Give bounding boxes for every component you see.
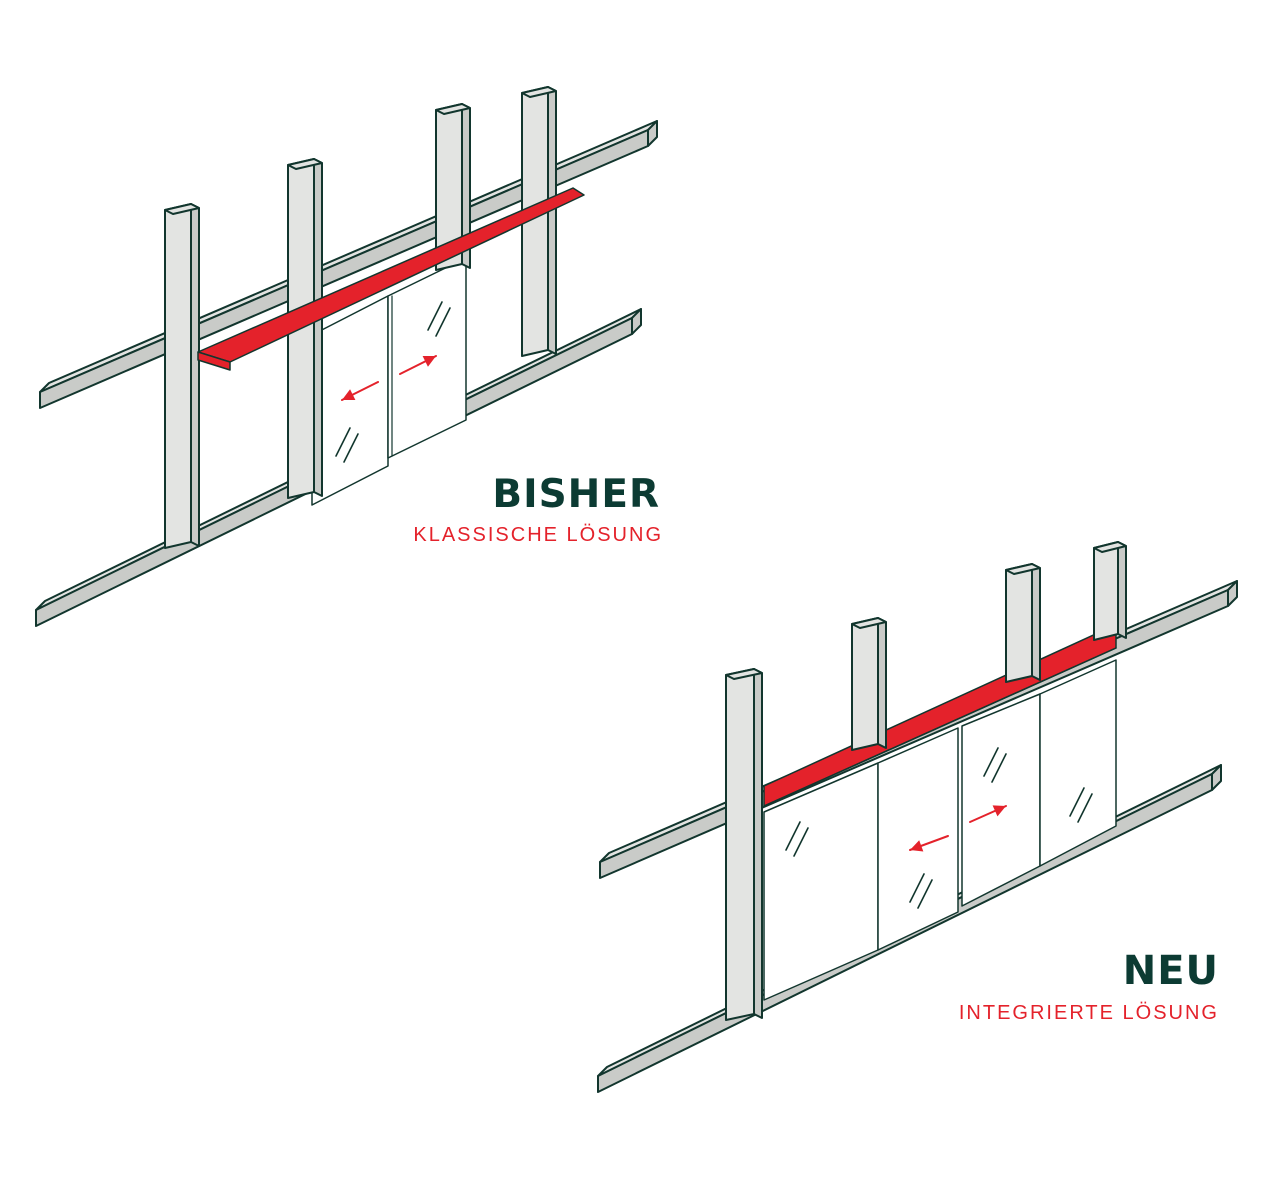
top-rail-end — [647, 120, 658, 147]
stud-4-front — [1093, 541, 1119, 641]
glass-reflection-3-b — [991, 753, 1007, 783]
stud-1-front — [725, 668, 755, 1021]
stud-1-side — [190, 203, 200, 547]
slide-arrow-right-head — [422, 356, 436, 367]
glass-reflection-left-a — [335, 427, 351, 457]
stud-3-side — [1031, 563, 1041, 681]
stud-1-cap — [725, 668, 763, 680]
glass-panel-4 — [1039, 659, 1117, 867]
stud-4-cap — [521, 86, 557, 98]
stud-1-cap — [164, 203, 200, 215]
classic-solution-subtitle: KLASSISCHE LÖSUNG — [413, 524, 663, 546]
stud-3-cap — [435, 103, 471, 115]
stud-2-front — [851, 617, 879, 751]
classic-solution-illustration — [35, 86, 658, 627]
glass-reflection-1-a — [785, 821, 801, 851]
slide-arrow-left-head — [342, 389, 356, 400]
glass-reflection-2-b — [917, 879, 933, 909]
integrated-track-edge — [763, 647, 1117, 807]
stud-1-side — [753, 668, 763, 1019]
stud-2-side — [313, 158, 323, 497]
glass-door-left — [877, 727, 959, 951]
top-rail-end — [1227, 580, 1238, 607]
glass-reflection-1-b — [793, 827, 809, 857]
integrated-solution-illustration — [597, 541, 1238, 1093]
glass-reflection-right-b — [435, 307, 451, 337]
integrated-solution-subtitle: INTEGRIERTE LÖSUNG — [958, 1002, 1219, 1024]
integrated-solution-title: NEU — [1122, 948, 1219, 994]
classic-solution-title: BISHER — [492, 472, 660, 517]
bottom-rail-end — [1211, 764, 1222, 791]
stud-2-side — [877, 617, 887, 749]
stud-4-cap — [1093, 541, 1127, 553]
slide-arrow-right-head — [992, 805, 1006, 817]
glass-reflection-3-a — [983, 747, 999, 777]
stud-4-side — [547, 86, 557, 355]
glass-reflection-left-b — [343, 433, 359, 463]
stud-4-side — [1117, 541, 1127, 639]
stud-3-front — [1005, 563, 1033, 683]
stud-3-cap — [1005, 563, 1041, 575]
slide-arrow-left-head — [910, 840, 924, 852]
stud-2-cap — [287, 158, 323, 170]
bottom-rail-end — [631, 308, 642, 335]
glass-reflection-2-a — [909, 873, 925, 903]
glass-reflection-right-a — [427, 301, 443, 331]
glass-reflection-4-b — [1077, 793, 1093, 823]
stud-1-front — [164, 203, 192, 549]
glass-reflection-4-a — [1069, 787, 1085, 817]
external-track-end — [197, 351, 231, 371]
glass-door-left — [311, 295, 389, 506]
stud-2-cap — [851, 617, 887, 629]
